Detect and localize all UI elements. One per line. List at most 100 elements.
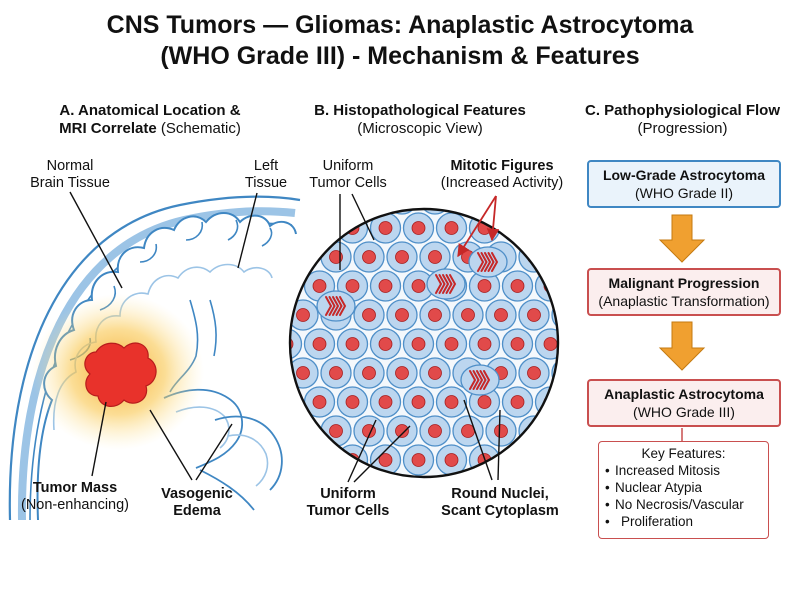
label-normal-brain-line-1: Normal [46,158,94,174]
tumor-cell [419,209,451,215]
key-features-box: Key Features: Increased Mitosis Nuclear … [598,441,769,539]
label-left-tissue: Left Tissue [238,158,294,192]
flow-arrow-2 [658,321,706,371]
cell-nucleus [362,366,376,380]
flow-arrow-1 [658,214,706,263]
cell-nucleus [345,337,360,351]
cell-nucleus [428,424,442,438]
key-feature-item: Increased Mitosis [605,462,762,479]
cell-nucleus [411,337,426,351]
flow-box-progression-sub: (Anaplastic Transformation) [598,293,770,309]
cell-nucleus [428,308,442,322]
cell-nucleus [477,337,492,351]
cell-nucleus [444,221,459,235]
label-uniform-bottom-line-2: Tumor Cells [306,503,390,519]
section-a-heading-line-1: A. Anatomical Location & [59,102,241,119]
cell-nucleus [362,308,376,322]
label-mitotic-sub: (Increased Activity) [440,175,564,191]
key-feature-item: No Necrosis/Vascular [605,496,762,513]
tumor-cell [551,299,558,331]
title-line-2: (WHO Grade III) - Mechanism & Features [160,42,640,70]
key-features-list: Increased Mitosis Nuclear Atypia No Necr… [605,462,762,530]
label-tumor-mass-title: Tumor Mass [32,480,118,496]
cell-nucleus [494,424,508,438]
flow-box-anaplastic-title: Anaplastic Astrocytoma [604,386,764,402]
cell-nucleus [444,395,459,409]
label-tumor-mass: Tumor Mass (Non-enhancing) [10,480,140,514]
tumor-cell [290,270,303,302]
section-b-heading-title: B. Histopathological Features [314,102,526,119]
cell-nucleus [429,193,442,206]
label-edema-line-2: Edema [173,503,221,519]
cell-nucleus [510,337,525,351]
flow-box-low-grade-sub: (WHO Grade II) [634,185,733,201]
cell-nucleus [411,279,426,293]
flow-box-progression-title: Malignant Progression [608,275,760,291]
cell-field [290,193,574,476]
label-left-tissue-line-1: Left [253,158,279,174]
mitotic-figure [316,290,356,322]
cell-nucleus [395,250,409,264]
cell-nucleus [378,221,393,235]
cell-nucleus [444,453,459,467]
label-mitotic-title: Mitotic Figures [450,158,554,174]
key-feature-item: Nuclear Atypia [605,479,762,496]
label-uniform-bottom-line-1: Uniform [320,486,376,502]
section-a-heading: A. Anatomical Location & MRI Correlate (… [20,102,280,138]
cell-nucleus [290,337,294,351]
cell-nucleus [362,250,376,264]
label-mitotic-figures: Mitotic Figures (Increased Activity) [432,158,572,192]
section-c-heading-title: C. Pathophysiological Flow [584,102,780,119]
section-b-heading-sub: (Microscopic View) [357,120,483,137]
cell-nucleus [329,250,343,264]
cell-nucleus [527,308,541,322]
cell-nucleus [510,221,525,235]
flow-box-malignant-progression: Malignant Progression (Anaplastic Transf… [587,268,781,316]
tumor-cell [551,357,558,389]
mitotic-figure [460,364,500,396]
tumor-cell [534,386,558,418]
cell-nucleus [296,424,310,438]
label-normal-brain-line-2: Brain Tissue [30,175,110,191]
title-line-1: CNS Tumors — Gliomas: Anaplastic Astrocy… [106,11,694,39]
label-vasogenic-edema: Vasogenic Edema [150,486,244,520]
cell-nucleus [396,193,409,206]
key-feature-item-continued: Proliferation [605,513,762,530]
flow-box-anaplastic: Anaplastic Astrocytoma (WHO Grade III) [587,379,781,427]
cell-nucleus [378,453,393,467]
section-a-heading-line-2: MRI Correlate (Schematic) [20,120,280,138]
cell-nucleus [290,395,294,409]
cell-nucleus [378,337,393,351]
cell-nucleus [411,221,426,235]
cell-nucleus [312,395,327,409]
flow-box-anaplastic-sub: (WHO Grade III) [633,404,735,420]
cell-nucleus [543,337,558,351]
flow-arrows [658,214,706,441]
label-left-tissue-line-2: Tissue [244,175,288,191]
cell-nucleus [329,366,343,380]
label-uniform-top-line-1: Uniform [322,158,374,174]
label-edema-line-1: Vasogenic [161,486,233,502]
section-a-heading-bold: MRI Correlate [59,120,157,137]
cell-nucleus [296,250,310,264]
mitotic-figure [468,246,508,278]
cell-nucleus [561,367,574,380]
flow-box-low-grade: Low-Grade Astrocytoma (WHO Grade II) [587,160,781,208]
label-round-nuclei-line-1: Round Nuclei, [451,486,549,502]
section-a-heading-normal: (Schematic) [156,120,241,137]
cell-nucleus [428,250,442,264]
cell-nucleus [494,308,508,322]
section-c-heading-sub: (Progression) [637,120,728,137]
cell-nucleus [378,279,393,293]
cell-nucleus [345,279,360,293]
cell-nucleus [510,279,525,293]
brain-schematic [8,191,301,521]
label-uniform-cells-bottom: Uniform Tumor Cells [296,486,400,520]
label-uniform-cells-top: Uniform Tumor Cells [300,158,396,192]
cell-nucleus [296,308,310,322]
label-tumor-mass-sub: (Non-enhancing) [20,497,129,513]
cell-nucleus [510,453,525,467]
cell-nucleus [510,395,525,409]
cell-nucleus [395,366,409,380]
